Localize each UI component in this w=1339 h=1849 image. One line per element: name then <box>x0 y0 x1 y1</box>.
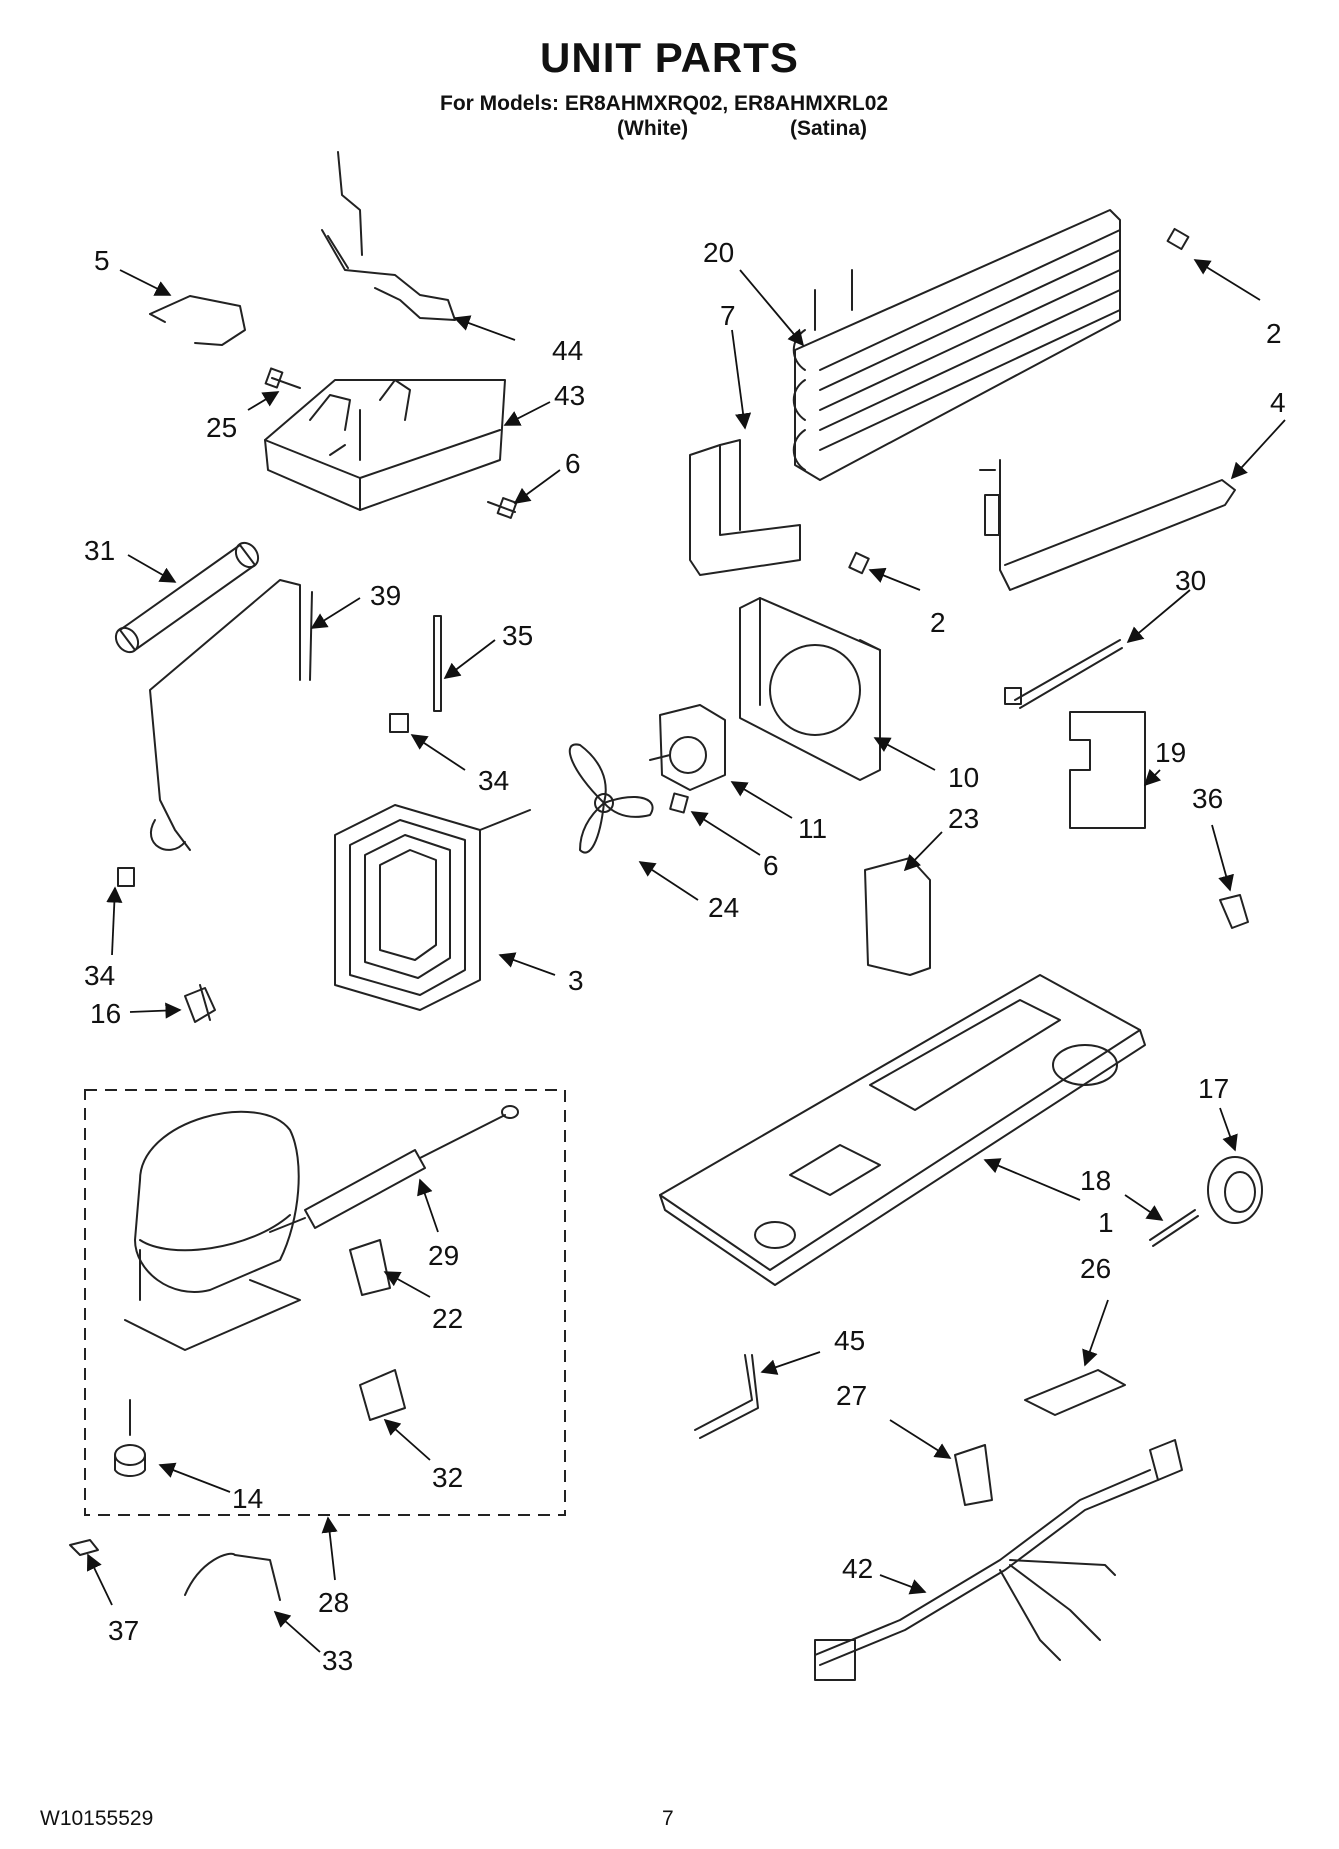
part-11-fan-motor <box>649 704 726 791</box>
part-16-clip <box>184 984 216 1023</box>
part-24-fan-blade <box>568 743 654 854</box>
part-14-grommet <box>114 1399 146 1477</box>
part-29-filter-drier <box>269 1105 519 1233</box>
part-6-screw-upper <box>487 497 518 519</box>
part-35-rod <box>433 615 442 712</box>
callout-36: 36 <box>1192 783 1223 814</box>
part-30-cable-tie <box>1004 639 1123 709</box>
part-19-foam-block <box>1069 711 1146 829</box>
callout-35: 35 <box>502 620 533 651</box>
callout-5: 5 <box>94 245 110 276</box>
part-25-screw <box>264 367 301 389</box>
part-33-wire <box>184 1552 281 1601</box>
part-28-compressor-kit-outline <box>84 1089 566 1516</box>
callout-14: 14 <box>232 1483 263 1514</box>
callout-34-lower: 34 <box>84 960 115 991</box>
callout-20: 20 <box>703 237 734 268</box>
part-22-start-relay <box>349 1239 391 1296</box>
callout-29: 29 <box>428 1240 459 1271</box>
part-34-clip-upper <box>389 713 409 733</box>
part-6-screw-lower <box>669 792 689 814</box>
callout-19: 19 <box>1155 737 1186 768</box>
callout-26: 26 <box>1080 1253 1111 1284</box>
part-44-defrost-heater-wire <box>321 151 456 321</box>
part-45-tube <box>694 1354 759 1439</box>
part-42-wiring-harness <box>814 1439 1183 1681</box>
callout-1: 1 <box>1098 1207 1114 1238</box>
part-36-bracket <box>1219 894 1249 929</box>
part-4-defrost-heater <box>979 459 1236 591</box>
callout-27: 27 <box>836 1380 867 1411</box>
page-title: UNIT PARTS <box>540 34 799 81</box>
callout-28: 28 <box>318 1587 349 1618</box>
callout-6-upper: 6 <box>565 448 581 479</box>
part-17-roller-wheel <box>1207 1156 1263 1224</box>
callout-30: 30 <box>1175 565 1206 596</box>
callout-31: 31 <box>84 535 115 566</box>
callout-25: 25 <box>206 412 237 443</box>
callout-32: 32 <box>432 1462 463 1493</box>
part-43-control-housing <box>264 379 506 511</box>
callout-44: 44 <box>552 335 583 366</box>
part-23-foam-block <box>864 857 931 976</box>
part-2-screw-upper <box>1166 227 1190 251</box>
callout-labels: 5 44 25 43 6 31 39 35 34 34 16 3 24 6 11… <box>84 237 1286 1676</box>
part-34-clip-lower <box>117 867 135 887</box>
callout-18: 18 <box>1080 1165 1111 1196</box>
callout-22: 22 <box>432 1303 463 1334</box>
callout-23: 23 <box>948 803 979 834</box>
part-32-overload <box>359 1369 406 1421</box>
callout-3: 3 <box>568 965 584 996</box>
callout-7: 7 <box>720 300 736 331</box>
part-39-drain-tube <box>149 579 313 851</box>
callout-24: 24 <box>708 892 739 923</box>
callout-10: 10 <box>948 762 979 793</box>
callout-2-upper: 2 <box>1266 318 1282 349</box>
compressor <box>124 1110 301 1351</box>
part-7-drain-pan <box>689 439 801 576</box>
callout-45: 45 <box>834 1325 865 1356</box>
part-26-pad <box>1024 1369 1126 1416</box>
callout-16: 16 <box>90 998 121 1029</box>
part-18-axle-pin <box>1149 1209 1199 1247</box>
callout-39: 39 <box>370 580 401 611</box>
part-5-wire-clip <box>149 295 246 346</box>
callout-43: 43 <box>554 380 585 411</box>
part-37-clip <box>69 1539 99 1556</box>
page-number: 7 <box>662 1807 674 1830</box>
part-1-unit-base-plate <box>659 974 1146 1286</box>
callout-34-upper: 34 <box>478 765 509 796</box>
leader-arrows <box>87 259 1286 1653</box>
document-number: W10155529 <box>40 1807 154 1830</box>
callout-33: 33 <box>322 1645 353 1676</box>
part-27-bracket <box>954 1444 993 1506</box>
part-2-screw-lower <box>848 551 870 575</box>
callout-11: 11 <box>798 813 827 844</box>
callout-42: 42 <box>842 1553 873 1584</box>
part-31-insulation-tube <box>114 541 260 654</box>
part-20-evaporator <box>792 209 1121 481</box>
callout-4: 4 <box>1270 387 1286 418</box>
variant-white-label: (White) <box>617 117 689 140</box>
callout-17: 17 <box>1198 1073 1229 1104</box>
callout-6-lower: 6 <box>763 850 779 881</box>
callout-37: 37 <box>108 1615 139 1646</box>
callout-2-lower: 2 <box>930 607 946 638</box>
part-10-fan-shroud <box>739 597 881 781</box>
part-3-condenser-coil <box>334 804 531 1011</box>
variant-satina-label: (Satina) <box>790 117 868 140</box>
models-line: For Models: ER8AHMXRQ02, ER8AHMXRL02 <box>440 92 889 115</box>
